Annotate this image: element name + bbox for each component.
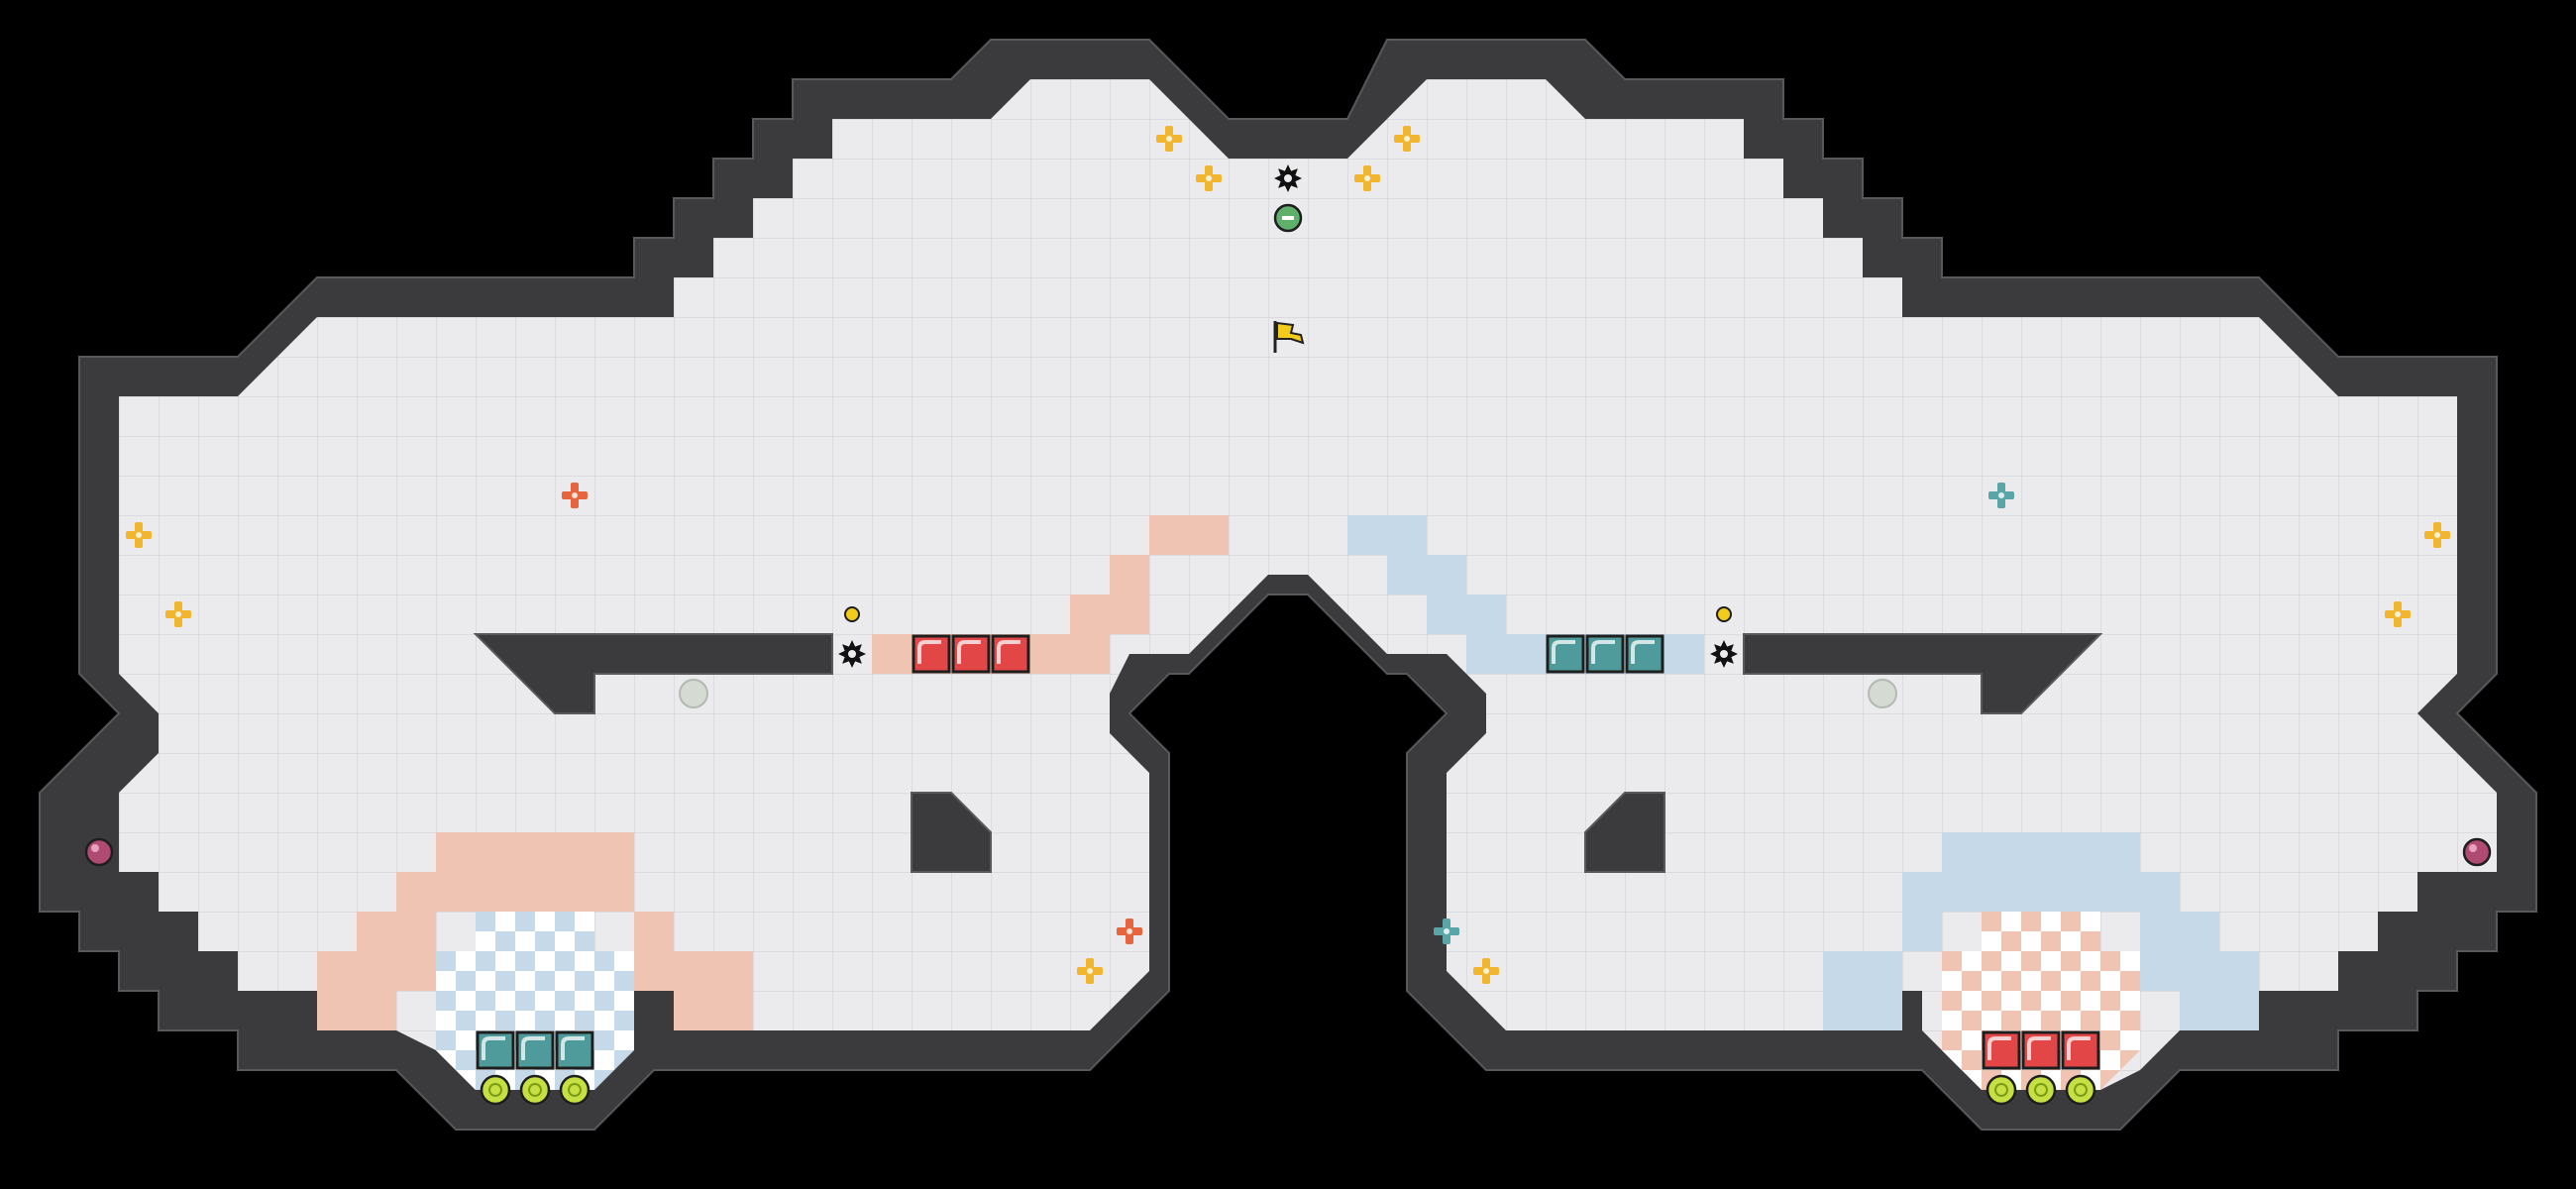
inner-walls (473, 633, 2103, 873)
crate-icon[interactable] (1625, 634, 1664, 674)
plus-spawn-icon (1354, 165, 1380, 191)
jump-pad-icon[interactable] (2025, 1074, 2057, 1106)
plus-spawn-icon (1077, 958, 1103, 984)
spike-mine-icon (1710, 640, 1738, 668)
plus-spawn-icon (165, 601, 191, 627)
spike-mine-icon (838, 640, 866, 668)
pressure-plate-icon (1868, 679, 1897, 708)
potion-icon[interactable] (84, 837, 114, 867)
pressure-plate-icon (679, 679, 708, 708)
crates-layer (476, 634, 2100, 1070)
crate-icon[interactable] (912, 634, 951, 674)
spike-mine-icon (1274, 164, 1302, 192)
plus-spawn-icon (1117, 919, 1142, 944)
flag-icon[interactable] (1273, 321, 1305, 353)
plus-spawn-icon (1196, 165, 1222, 191)
plus-spawn-icon (1473, 958, 1499, 984)
token-icon[interactable] (1273, 203, 1303, 233)
crate-icon[interactable] (476, 1030, 515, 1070)
jump-pad-icon[interactable] (480, 1074, 511, 1106)
plus-spawn-icon (1434, 919, 1459, 944)
arena-floor (119, 79, 2497, 1090)
plus-spawn-icon (1394, 126, 1420, 152)
jump-pad-icon[interactable] (559, 1074, 590, 1106)
crate-icon[interactable] (1982, 1030, 2021, 1070)
plus-spawn-icon (562, 483, 588, 508)
spawns-layer (126, 126, 2450, 984)
crate-icon[interactable] (1585, 634, 1625, 674)
potion-icon[interactable] (2462, 837, 2492, 867)
coin-icon (1716, 606, 1732, 622)
jump-pad-icon[interactable] (2065, 1074, 2096, 1106)
crate-icon[interactable] (2061, 1030, 2100, 1070)
plus-spawn-icon (1988, 483, 2014, 508)
pads-layer (480, 1074, 2096, 1106)
crate-icon[interactable] (2021, 1030, 2061, 1070)
crate-icon[interactable] (951, 634, 991, 674)
crate-icon[interactable] (515, 1030, 555, 1070)
plus-spawn-icon (2424, 522, 2450, 548)
crate-icon[interactable] (1546, 634, 1585, 674)
plus-spawn-icon (126, 522, 152, 548)
coin-icon (844, 606, 860, 622)
crate-icon[interactable] (991, 634, 1030, 674)
plus-spawn-icon (1156, 126, 1182, 152)
red-team-zone (317, 515, 1229, 1030)
jump-pad-icon[interactable] (1986, 1074, 2017, 1106)
mines-layer (838, 164, 1738, 668)
jump-pad-icon[interactable] (519, 1074, 551, 1106)
plus-spawn-icon (2385, 601, 2411, 627)
misc-layer (84, 203, 2492, 867)
crate-icon[interactable] (555, 1030, 594, 1070)
